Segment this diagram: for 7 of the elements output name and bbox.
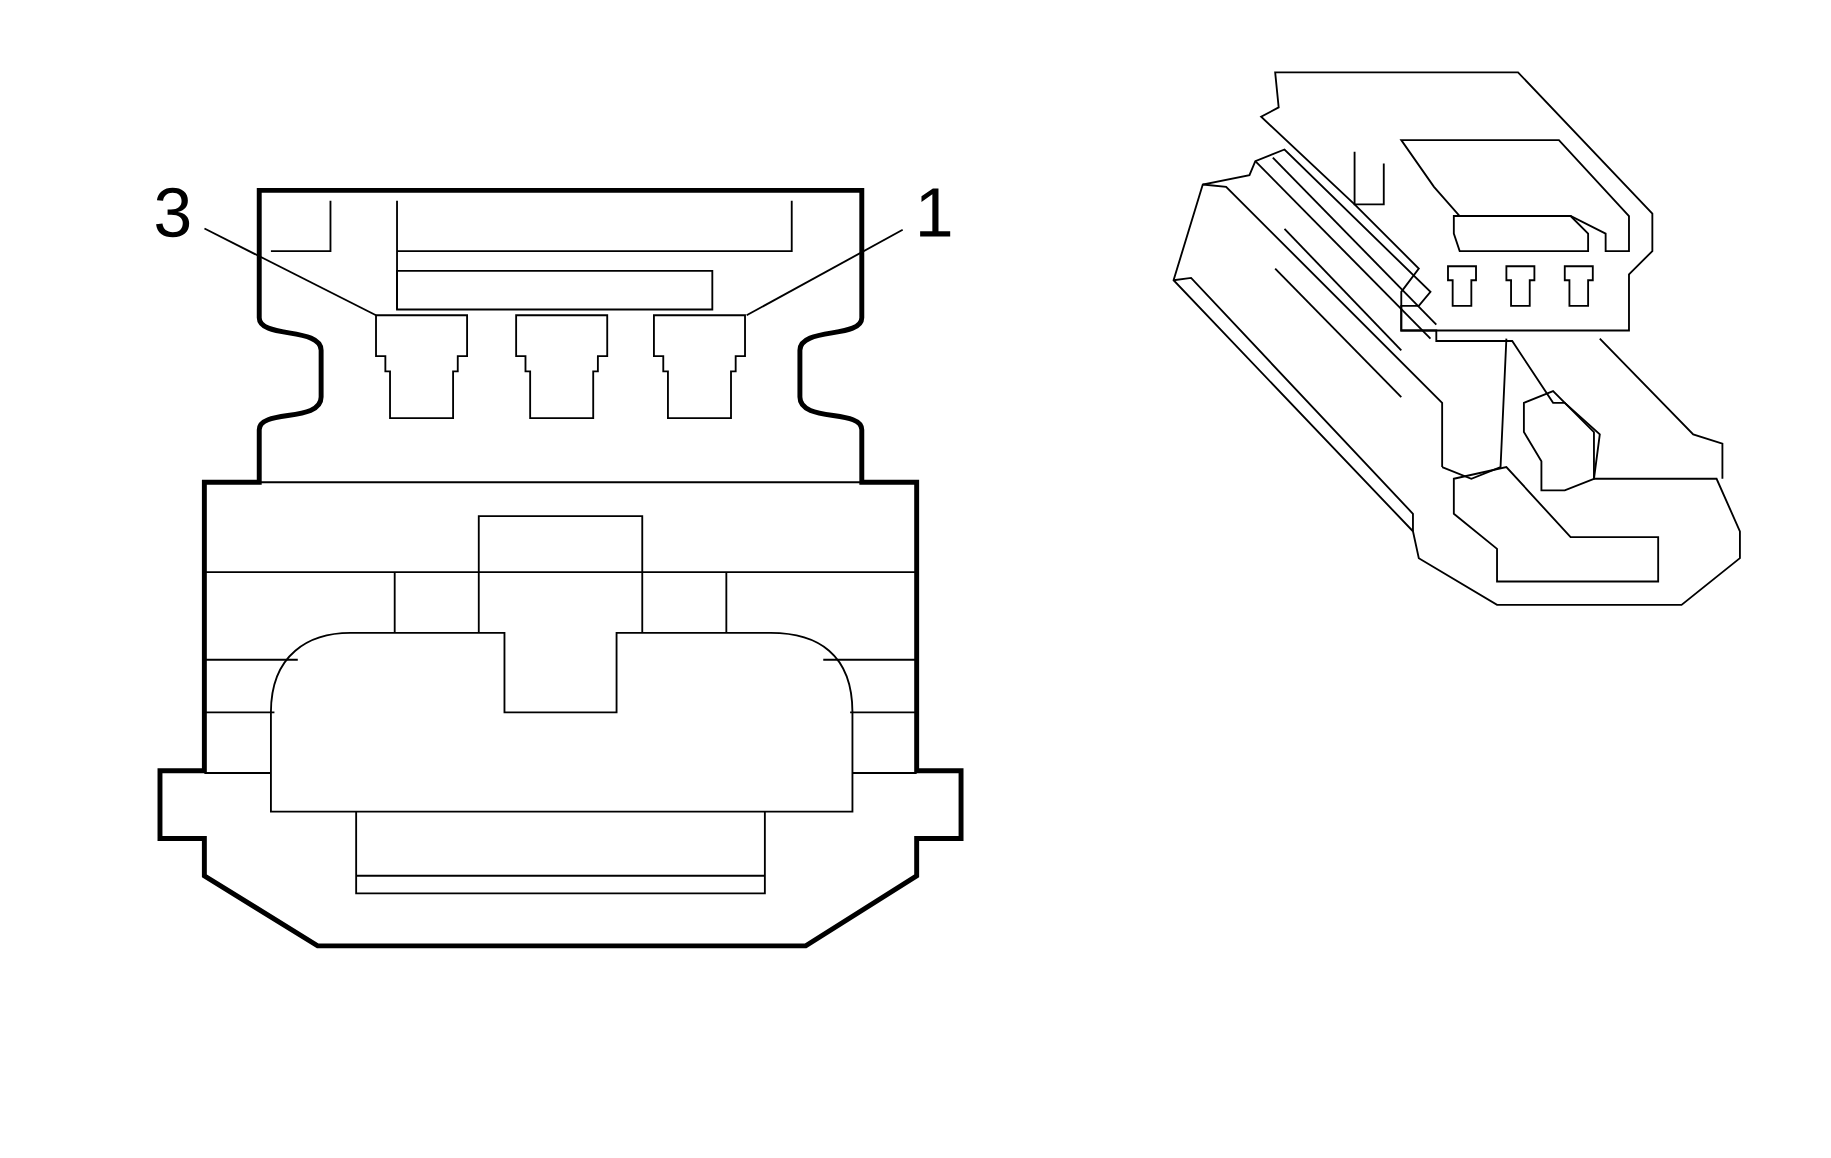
- cavity-opening: [653, 314, 746, 419]
- leader-line: [203, 227, 377, 317]
- cavity-opening: [375, 314, 468, 419]
- callout-number: 1: [920, 188, 951, 237]
- callout-number: 3: [156, 187, 190, 238]
- leader-line: [745, 228, 904, 317]
- cavity-opening: [515, 314, 609, 419]
